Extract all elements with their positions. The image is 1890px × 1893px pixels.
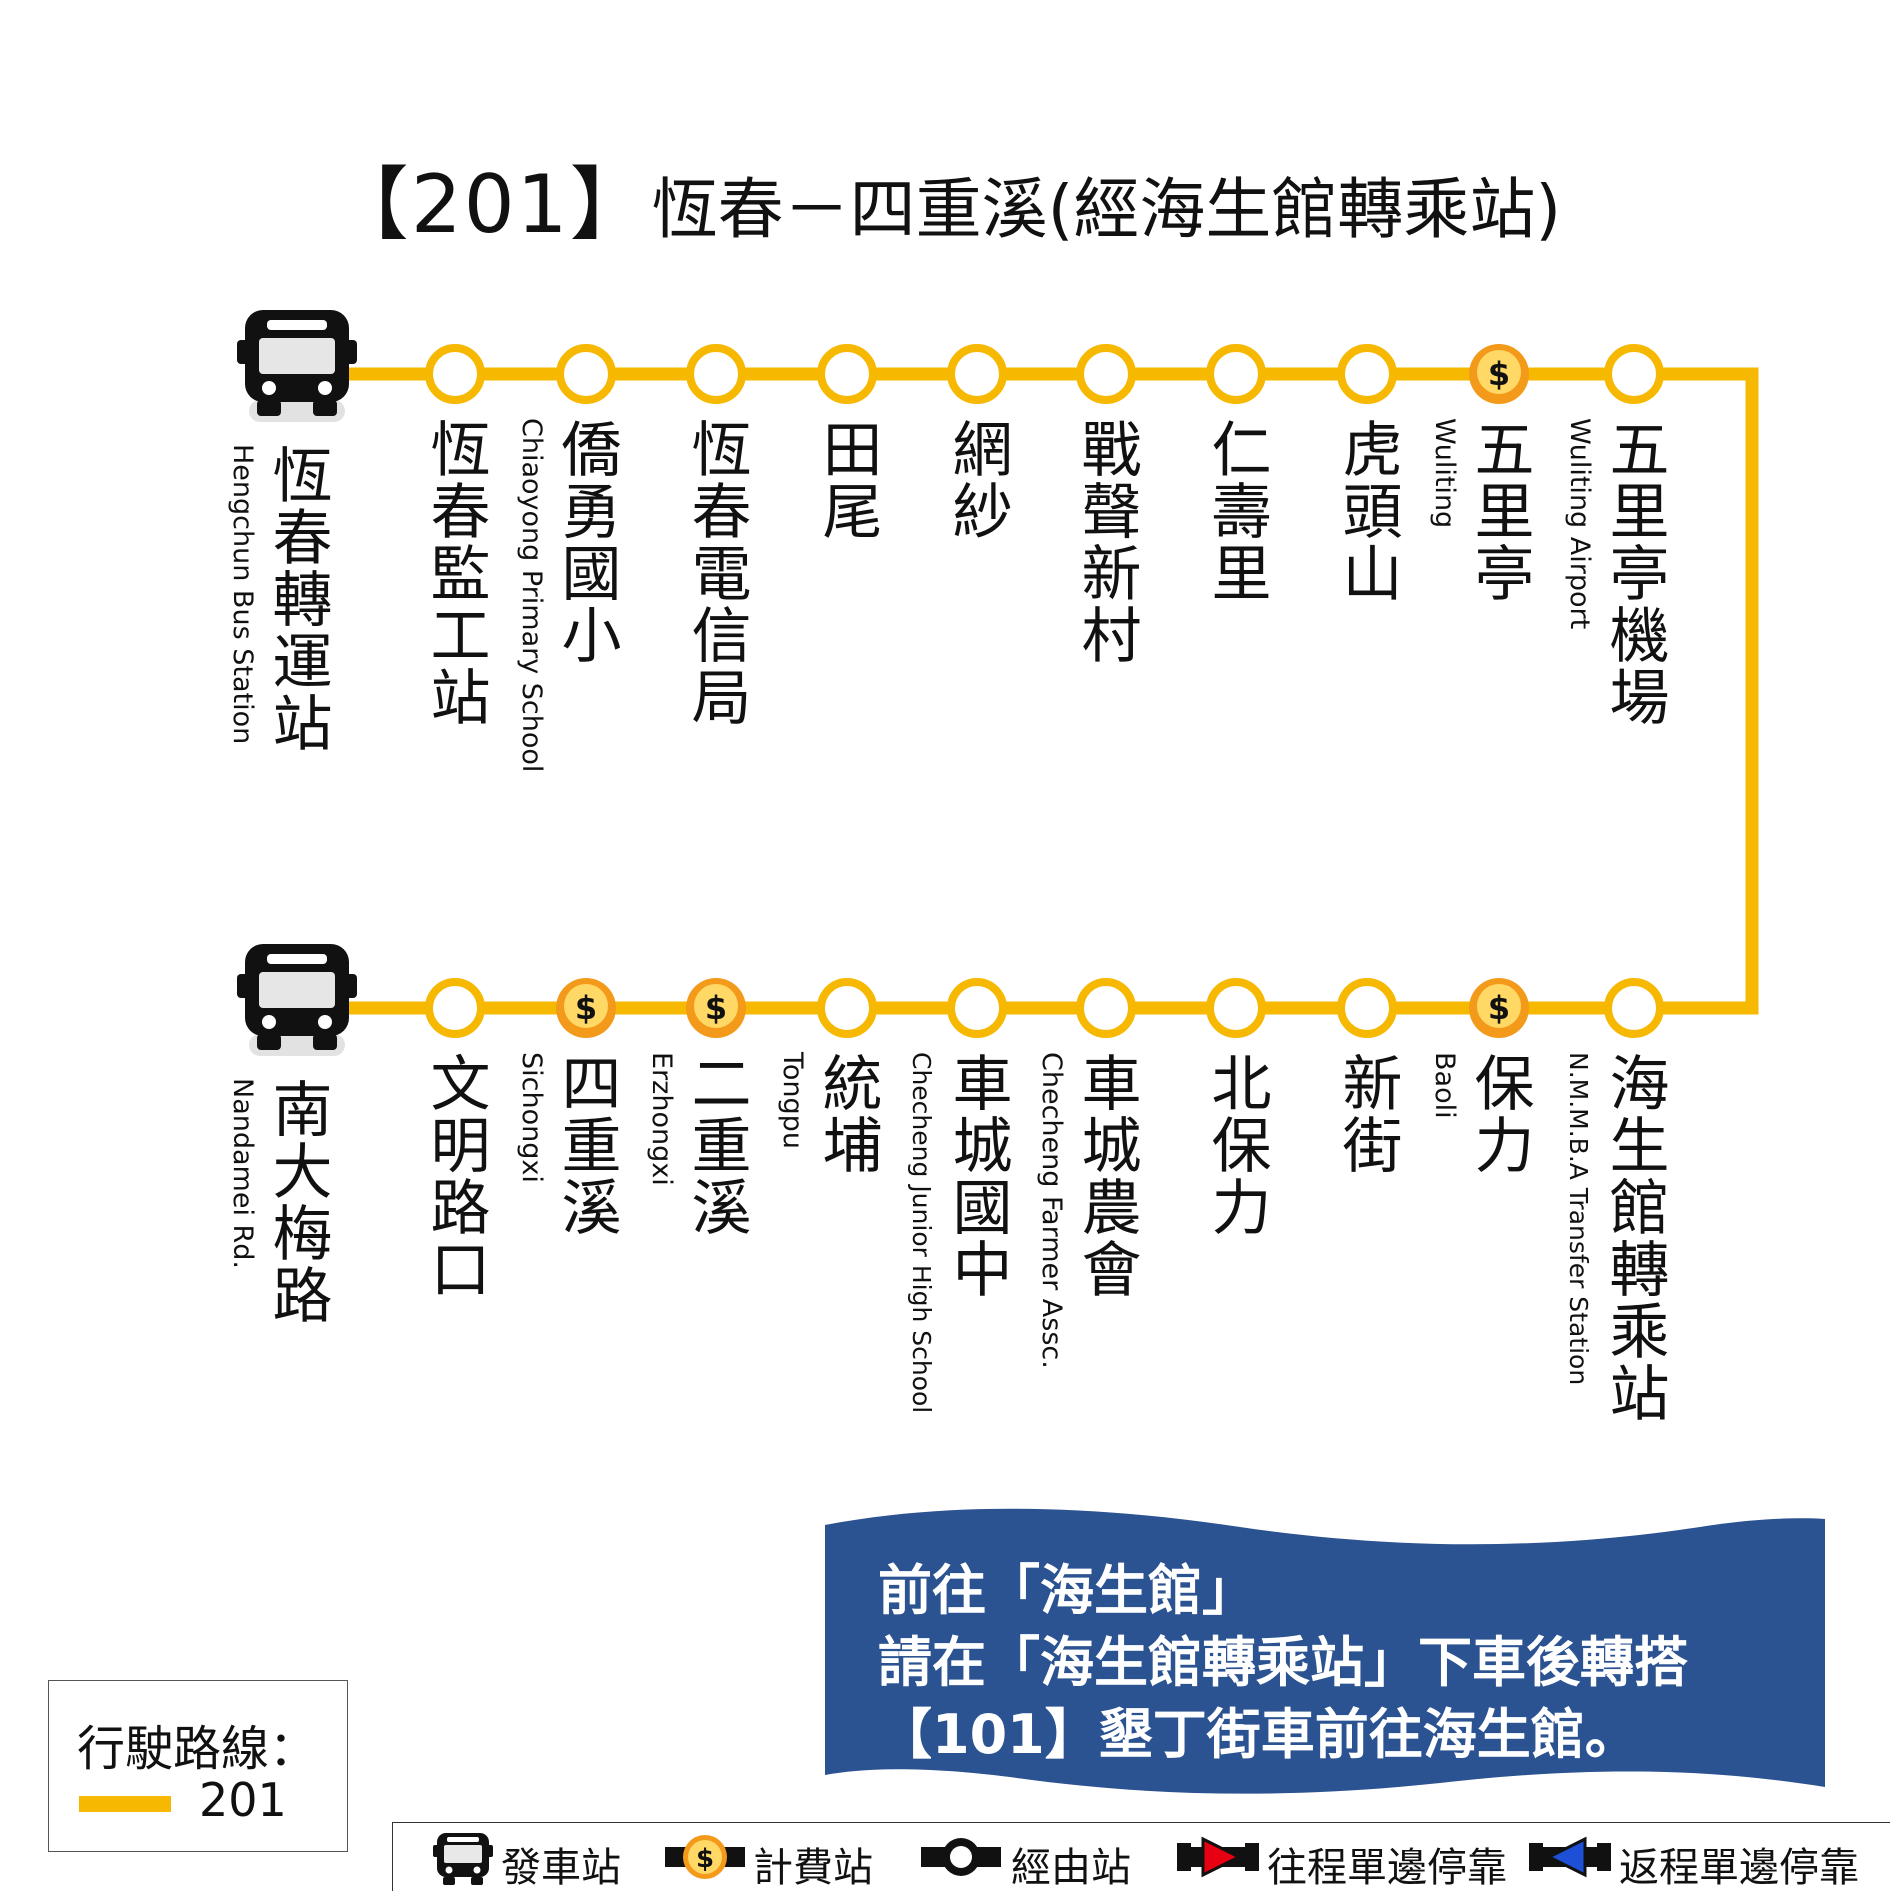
fare-stop-marker: $ xyxy=(1469,344,1529,404)
bus-icon xyxy=(237,944,357,1056)
via-stop-marker xyxy=(425,344,485,404)
station-name-zh: 五里亭 xyxy=(1464,418,1534,604)
key-return-label: 返程單邊停靠 xyxy=(1619,1845,1859,1891)
fare-dollar-icon: $ xyxy=(1488,989,1510,1027)
station-name-zh: 恆春監工站 xyxy=(420,418,490,728)
station-name-en: Checheng Farmer Assc. xyxy=(1036,1052,1067,1369)
notice-line-1: 前往「海生館」 xyxy=(878,1559,1256,1622)
transfer-notice: 前往「海生館」 請在「海生館轉乘站」下車後轉搭 【101】墾丁街車前往海生館。 xyxy=(820,1505,1830,1795)
station-name-zh: 統埔 xyxy=(812,1052,882,1176)
via-stop-marker xyxy=(686,344,746,404)
route-map: $ $ $ $ xyxy=(237,310,1759,1056)
via-stop-icon xyxy=(921,1838,1001,1876)
via-stop-marker xyxy=(1076,978,1136,1038)
station-name-en: Nandamei Rd. xyxy=(227,1078,258,1270)
station-name-en: Chiaoyong Primary School xyxy=(516,418,547,773)
station-name-zh: 戰聲新村 xyxy=(1071,418,1141,666)
via-stop-marker xyxy=(817,978,877,1038)
page-title: 【201】恆春－四重溪(經海生館轉乘站) xyxy=(0,140,1890,256)
station-name-zh: 海生館轉乘站 xyxy=(1599,1052,1669,1424)
bus-icon xyxy=(237,310,357,422)
fare-stop-marker: $ xyxy=(1469,978,1529,1038)
station-name-en: Hengchun Bus Station xyxy=(227,444,258,745)
station-name-en: Baoli xyxy=(1429,1052,1460,1119)
via-stop-marker xyxy=(1076,344,1136,404)
via-stop-marker xyxy=(947,344,1007,404)
station-name-en: Wuliting xyxy=(1429,418,1460,529)
via-stop-marker xyxy=(1337,978,1397,1038)
via-stop-marker xyxy=(1206,344,1266,404)
legend-title: 行駛路線： xyxy=(77,1721,318,1777)
station-name-zh: 二重溪 xyxy=(681,1052,751,1238)
station-name-zh: 北保力 xyxy=(1201,1052,1271,1238)
station-name-zh: 車城農會 xyxy=(1071,1052,1141,1300)
bus-icon xyxy=(433,1833,493,1885)
key-fare-label: 計費站 xyxy=(753,1845,873,1891)
fare-stop-marker: $ xyxy=(686,978,746,1038)
station-name-en: Wuliting Airport xyxy=(1564,418,1595,630)
return-arrow-icon xyxy=(1529,1836,1611,1878)
station-name-en: Erzhongxi xyxy=(646,1052,677,1186)
route-name: 恆春－四重溪(經海生館轉乘站) xyxy=(651,171,1562,248)
station-name-zh: 新街 xyxy=(1332,1052,1402,1176)
via-stop-marker xyxy=(556,344,616,404)
station-name-zh: 網紗 xyxy=(942,418,1012,542)
notice-line-3: 【101】墾丁街車前往海生館。 xyxy=(878,1703,1639,1766)
station-markers: $ $ $ $ xyxy=(237,310,1664,1056)
symbol-key: 發車站 $ 計費站 經由站 往程單邊停靠 xyxy=(392,1822,1890,1891)
via-stop-marker xyxy=(1337,344,1397,404)
station-name-zh: 虎頭山 xyxy=(1332,418,1402,604)
legend-route-number: 201 xyxy=(199,1773,287,1827)
fare-dollar-icon: $ xyxy=(705,989,727,1027)
svg-text:$: $ xyxy=(696,1844,714,1874)
notice-wave-banner xyxy=(825,1508,1825,1794)
station-name-zh: 恆春電信局 xyxy=(681,418,751,728)
via-stop-marker xyxy=(1604,978,1664,1038)
key-terminal-label: 發車站 xyxy=(501,1845,621,1891)
via-stop-marker xyxy=(425,978,485,1038)
station-name-zh: 恆春轉運站 xyxy=(262,444,332,754)
via-stop-marker xyxy=(1604,344,1664,404)
legend-route-swatch xyxy=(79,1796,171,1812)
station-name-zh: 五里亭機場 xyxy=(1599,418,1669,728)
station-name-zh: 保力 xyxy=(1464,1052,1534,1176)
fare-dollar-icon: $ xyxy=(575,989,597,1027)
station-name-zh: 田尾 xyxy=(812,418,882,542)
via-stop-marker xyxy=(947,978,1007,1038)
route-legend: 行駛路線： 201 xyxy=(48,1680,348,1852)
station-name-zh: 仁壽里 xyxy=(1201,418,1271,604)
station-name-en: Checheng Junior High School xyxy=(907,1052,936,1414)
station-name-en: Sichongxi xyxy=(516,1052,547,1183)
fare-stop-icon: $ xyxy=(665,1835,745,1879)
station-name-en: N.M.M.B.A Transfer Station xyxy=(1564,1052,1593,1386)
station-name-zh: 文明路口 xyxy=(420,1052,490,1300)
via-stop-marker xyxy=(1206,978,1266,1038)
via-stop-marker xyxy=(817,344,877,404)
station-name-en: Tongpu xyxy=(777,1052,808,1149)
station-name-zh: 僑勇國小 xyxy=(551,418,621,666)
route-number: 【201】 xyxy=(328,158,652,251)
route-line xyxy=(297,367,1759,1015)
station-name-zh: 四重溪 xyxy=(551,1052,621,1238)
route-path xyxy=(297,367,1759,1015)
fare-stop-marker: $ xyxy=(556,978,616,1038)
notice-line-2: 請在「海生館轉乘站」下車後轉搭 xyxy=(878,1631,1688,1694)
key-outbound-label: 往程單邊停靠 xyxy=(1267,1845,1507,1891)
fare-dollar-icon: $ xyxy=(1488,355,1510,393)
station-name-zh: 車城國中 xyxy=(942,1052,1012,1300)
station-name-zh: 南大梅路 xyxy=(262,1078,332,1326)
outbound-arrow-icon xyxy=(1177,1836,1259,1878)
key-via-label: 經由站 xyxy=(1011,1845,1131,1891)
